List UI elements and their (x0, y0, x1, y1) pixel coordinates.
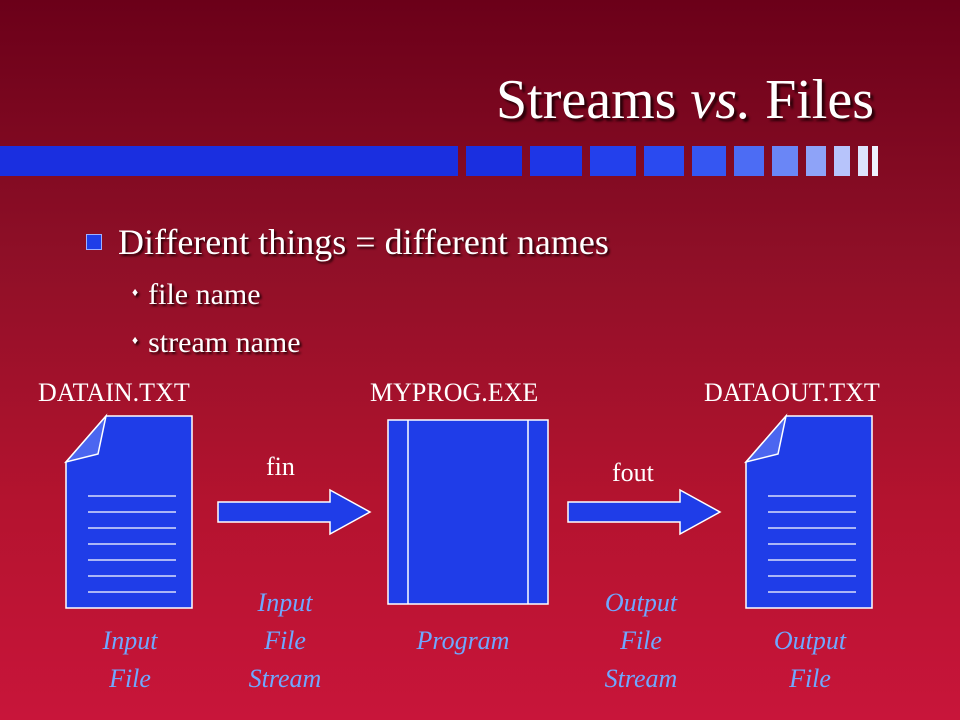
title-vs: vs. (690, 69, 752, 131)
output-file-caption: Output File (773, 626, 847, 693)
sub-bullet-text: stream name (148, 326, 301, 359)
diamond-bullet-icon: ♦ (132, 285, 139, 299)
bar-segment (734, 146, 764, 176)
program-box-icon (387, 419, 549, 605)
bar-segment (644, 146, 684, 176)
sub-bullet: ♦ stream name (132, 325, 301, 366)
input-stream-arrow-icon (217, 488, 372, 536)
bar-segment (0, 146, 458, 176)
main-bullet: Different things = different names (86, 220, 609, 264)
bar-segment (806, 146, 826, 176)
square-bullet-icon (86, 233, 102, 250)
output-file-document-icon (743, 413, 873, 609)
bar-segment (872, 146, 878, 176)
main-bullet-text: Different things = different names (118, 222, 609, 262)
bar-segment (858, 146, 868, 176)
bar-segment (466, 146, 522, 176)
input-stream-caption: Input File Stream (248, 588, 322, 693)
program-caption: Program (416, 626, 510, 655)
title-streams: Streams (496, 69, 677, 131)
title-files: Files (765, 69, 874, 131)
slide-title: Streams vs. Files (496, 68, 874, 132)
input-file-caption: Input File (102, 626, 158, 693)
output-stream-arrow-icon (567, 488, 722, 536)
sub-bullet-text: file name (148, 278, 261, 311)
bar-segment (772, 146, 798, 176)
sub-bullet: ♦ file name (132, 277, 261, 318)
decorative-bar-strip (0, 146, 960, 176)
bar-segment (590, 146, 636, 176)
diamond-bullet-icon: ♦ (132, 333, 139, 347)
output-stream-name: fout (612, 458, 654, 487)
input-stream-name: fin (266, 452, 295, 481)
input-file-document-icon (63, 413, 193, 609)
bar-segment (530, 146, 582, 176)
input-file-name: DATAIN.TXT (38, 378, 190, 407)
bar-segment (692, 146, 726, 176)
program-name: MYPROG.EXE (370, 378, 539, 407)
output-file-name: DATAOUT.TXT (704, 378, 880, 407)
output-stream-caption: Output File Stream (604, 588, 678, 693)
bar-segment (834, 146, 850, 176)
